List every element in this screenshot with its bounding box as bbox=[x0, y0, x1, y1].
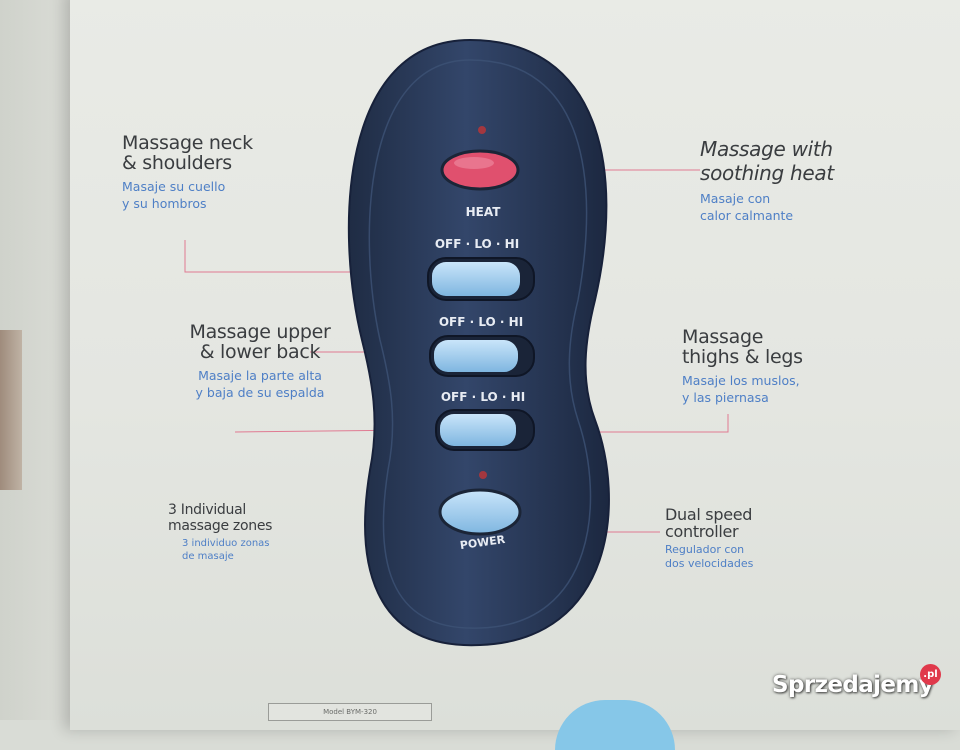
model-label: Model BYM-320 bbox=[268, 703, 432, 721]
switch-1-slider bbox=[432, 262, 520, 296]
feature-soothing-heat: Massage with soothing heat Masaje con ca… bbox=[700, 137, 940, 224]
background-object bbox=[0, 330, 22, 490]
feature-neck-en: Massage neck & shoulders bbox=[122, 132, 253, 174]
switch-1-label: OFF · LO · HI bbox=[435, 237, 519, 251]
feature-thighs-es: Masaje los muslos, y las piernasa bbox=[682, 373, 800, 405]
watermark-text: Sprzedajemy bbox=[772, 672, 934, 698]
power-indicator-light bbox=[479, 471, 487, 479]
heat-label: HEAT bbox=[466, 205, 502, 219]
feature-thighs-legs: Massage thighs & legs Masaje los muslos,… bbox=[682, 327, 882, 406]
leader-line-thighs bbox=[552, 414, 729, 433]
watermark-badge: .pl bbox=[920, 664, 941, 685]
feature-dual-speed: Dual speed controller Regulador con dos … bbox=[665, 506, 865, 571]
switch-3-slider bbox=[440, 414, 516, 446]
feature-heat-en: Massage with soothing heat bbox=[700, 137, 834, 185]
power-button bbox=[438, 488, 522, 536]
feature-massage-zones: 3 Individual massage zones 3 individuo z… bbox=[168, 502, 368, 563]
feature-neck-shoulders: Massage neck & shoulders Masaje su cuell… bbox=[122, 133, 322, 212]
feature-upper-lower-back: Massage upper & lower back Masaje la par… bbox=[150, 322, 370, 401]
leader-line-neck bbox=[184, 240, 398, 273]
feature-speed-en: Dual speed controller bbox=[665, 505, 753, 541]
feature-neck-es: Masaje su cuello y su hombros bbox=[122, 179, 226, 211]
heat-button bbox=[440, 149, 520, 191]
feature-back-en: Massage upper & lower back bbox=[189, 321, 331, 363]
power-label: POWER bbox=[459, 533, 506, 552]
switch-3-label: OFF · LO · HI bbox=[441, 390, 525, 404]
remote-illustration: HEAT OFF · LO · HI OFF · LO · HI OFF · L… bbox=[184, 38, 729, 647]
heat-indicator-light bbox=[478, 126, 486, 134]
switch-2-label: OFF · LO · HI bbox=[439, 315, 523, 329]
feature-zones-es: 3 individuo zonas de masaje bbox=[182, 538, 270, 562]
switch-2-slider bbox=[434, 340, 518, 372]
remote-inner-outline bbox=[368, 59, 592, 629]
feature-back-es: Masaje la parte alta y baja de su espald… bbox=[195, 368, 325, 400]
feature-zones-en: 3 Individual massage zones bbox=[168, 502, 273, 534]
feature-speed-es: Regulador con dos velocidades bbox=[665, 543, 754, 570]
feature-heat-es: Masaje con calor calmante bbox=[700, 191, 794, 223]
feature-thighs-en: Massage thighs & legs bbox=[682, 326, 803, 368]
